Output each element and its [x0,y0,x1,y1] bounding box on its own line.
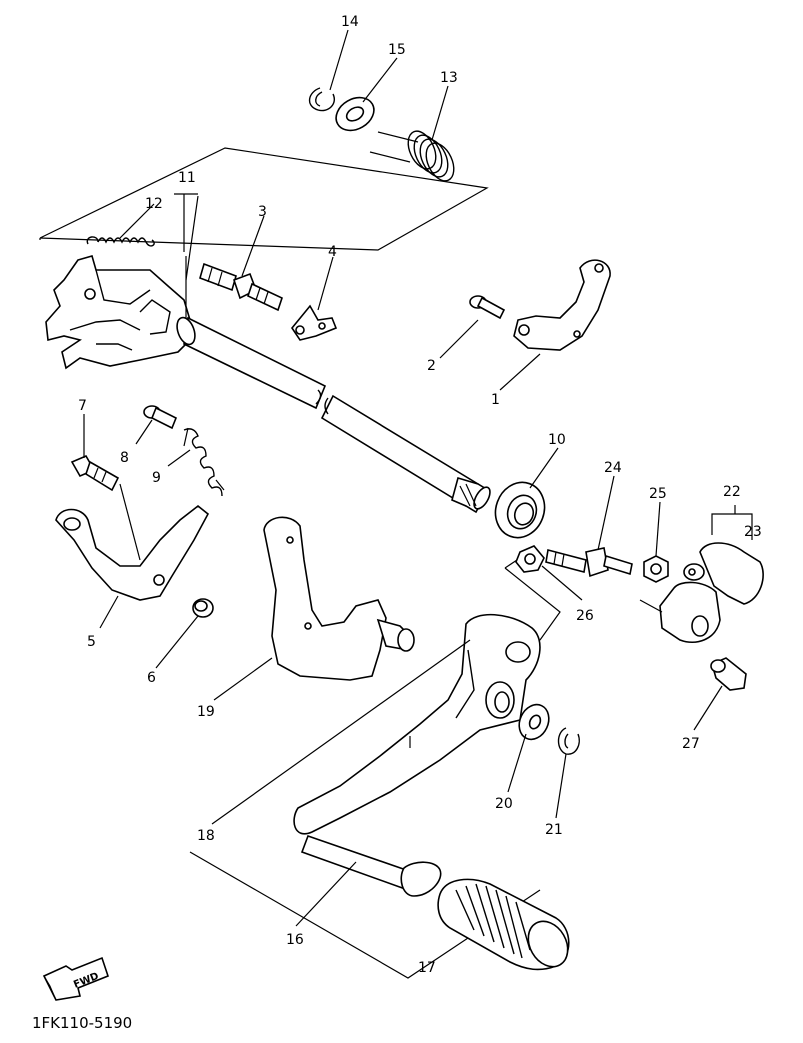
callout-19: 19 [197,704,215,720]
callout-7: 7 [78,398,87,414]
callout-12: 12 [145,196,163,212]
drawing-code: 1FK110-5190 [32,1014,132,1032]
callout-22: 22 [723,484,741,500]
part-16-pedal-shaft [300,834,442,897]
callout-18: 18 [197,828,215,844]
callout-10: 10 [548,432,566,448]
leader-lines [83,29,723,927]
part-15-washer [335,96,375,132]
callout-labels: 1 2 3 4 5 6 7 8 9 10 11 12 13 14 15 16 1… [78,14,762,976]
callout-8: 8 [120,450,129,466]
part-27-bolt [710,657,747,691]
part-12-tension-spring [86,236,155,247]
part-10-oil-seal [494,481,546,539]
callout-24: 24 [604,460,622,476]
callout-17: 17 [418,960,436,976]
part-5-shift-arm [55,483,210,601]
callout-13: 13 [440,70,458,86]
part-3-bolt [199,262,283,312]
callout-16: 16 [286,932,304,948]
part-20-washer [518,703,550,741]
part-4-lock-plate [291,304,338,341]
callout-1: 1 [491,392,500,408]
part-1-stopper-arm [513,259,611,351]
part-22-rod-end [683,542,764,605]
callout-14: 14 [341,14,359,30]
part-18-shift-pedal [293,613,541,835]
callout-6: 6 [147,670,156,686]
callout-23: 23 [744,524,762,540]
part-6-collar [192,598,214,618]
group-frame-upper [39,147,489,251]
part-9-spring [183,427,225,497]
callout-3: 3 [258,204,267,220]
callout-11: 11 [178,170,196,186]
callout-15: 15 [388,42,406,58]
callout-5: 5 [87,634,96,650]
callout-4: 4 [328,244,337,260]
part-24-tie-rod [545,547,633,578]
callout-27: 27 [682,736,700,752]
callout-25: 25 [649,486,667,502]
part-21-circlip [557,727,580,755]
callout-26: 26 [576,608,594,624]
part-14-circlip [308,87,335,112]
fwd-arrow-icon: FWD [42,956,109,1001]
part-8-bolt [143,405,178,430]
callout-20: 20 [495,796,513,812]
part-13-torsion-spring [369,130,455,182]
part-2-bolt [469,295,506,320]
group-bracket-22-23 [711,505,753,540]
part-17-pedal-rubber [437,878,570,971]
part-11-shift-shaft-assembly [45,193,491,514]
part-26-nut [515,545,545,573]
part-7-bolt [70,454,120,492]
callout-21: 21 [545,822,563,838]
part-25-nut [643,555,669,583]
part-23-rod-end-joint [639,581,721,644]
callout-9: 9 [152,470,161,486]
callout-2: 2 [427,358,436,374]
part-19-shift-arm [263,516,415,681]
